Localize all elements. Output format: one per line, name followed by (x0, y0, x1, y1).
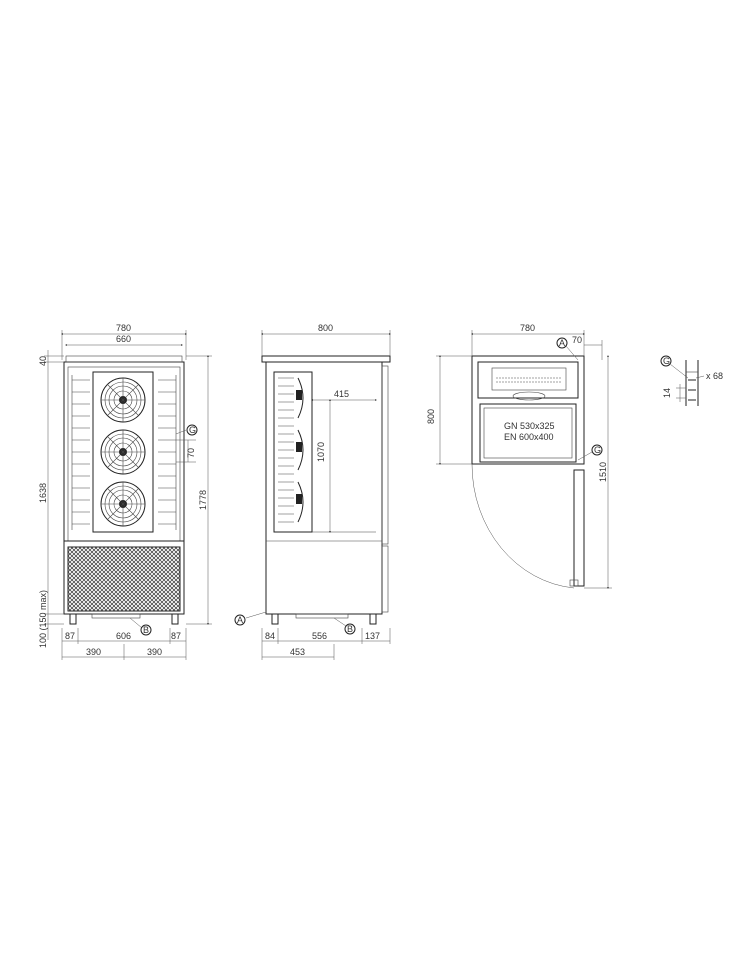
top-door-swing-arc (471, 463, 575, 589)
fan-1-icon (100, 377, 146, 423)
front-marker-b: B (143, 625, 149, 635)
front-condenser-grille (67, 546, 181, 612)
side-view: 415 1070 800 A B 84 556 137 453 (234, 323, 391, 660)
detail-marker-g: G (663, 356, 670, 366)
front-half-left: 390 (86, 647, 101, 657)
front-marker-g: G (189, 425, 196, 435)
front-bottom-mid: 606 (116, 631, 131, 641)
front-rail-pitch: 70 (186, 448, 196, 458)
side-fan-2-icon (297, 429, 304, 471)
front-height-total: 1778 (198, 490, 208, 510)
front-drain-tray (91, 613, 141, 619)
top-depth: 800 (426, 409, 436, 424)
front-bottom-right: 87 (171, 631, 181, 641)
detail-width-label: x 68 (706, 371, 723, 381)
top-right-offset: 70 (572, 335, 582, 345)
side-marker-b: B (347, 624, 353, 634)
side-base-depth: 453 (290, 647, 305, 657)
side-fan-1-icon (297, 377, 304, 419)
top-marker-g: G (594, 445, 601, 455)
front-width-total: 780 (116, 323, 131, 333)
front-view: 780 660 40 1638 100 (150 max) 1778 70 G … (38, 323, 212, 660)
fan-2-icon (100, 429, 146, 475)
front-foot-left (69, 613, 77, 625)
side-evaporator (273, 371, 313, 533)
side-drain-tray (295, 613, 349, 619)
front-bottom-left: 87 (65, 631, 75, 641)
front-half-right: 390 (147, 647, 162, 657)
side-feet-mid: 556 (312, 631, 327, 641)
top-marker-a: A (559, 338, 565, 348)
front-fan-panel (92, 371, 154, 533)
side-door-lower (381, 545, 389, 613)
top-tray (479, 403, 577, 463)
side-foot-back (369, 613, 377, 625)
side-fins (278, 377, 294, 523)
side-feet-right: 137 (365, 631, 380, 641)
side-feet-left: 84 (265, 631, 275, 641)
fan-3-icon (100, 481, 146, 527)
top-door-open (573, 469, 585, 587)
front-foot-right (171, 613, 179, 625)
top-evaporator (477, 361, 579, 399)
front-height-cabinet: 1638 (38, 483, 48, 503)
detail-g: G 14 x 68 (660, 355, 723, 406)
side-door-upper (381, 365, 389, 545)
front-rails (71, 375, 177, 530)
side-depth-total: 800 (318, 323, 333, 333)
front-width-inner: 660 (116, 334, 131, 344)
side-foot-front (271, 613, 279, 625)
side-fan-3-icon (297, 481, 304, 523)
side-top-panel (261, 355, 391, 363)
top-door-span: 1510 (598, 462, 608, 482)
top-tray-gn: GN 530x325 (504, 421, 555, 431)
detail-spacing: 14 (662, 388, 672, 398)
front-top-offset: 40 (38, 356, 48, 366)
top-tray-en: EN 600x400 (504, 432, 554, 442)
top-view: GN 530x325 EN 600x400 780 70 800 1510 A … (426, 323, 612, 589)
side-inner-height: 1070 (316, 442, 326, 462)
side-marker-a: A (237, 615, 243, 625)
top-cabinet-outline (471, 355, 585, 465)
top-fan-housing (491, 367, 567, 391)
top-width-total: 780 (520, 323, 535, 333)
front-feet-height: 100 (150 max) (38, 590, 48, 648)
front-top-panel (65, 355, 183, 363)
side-inner-depth: 415 (334, 389, 349, 399)
